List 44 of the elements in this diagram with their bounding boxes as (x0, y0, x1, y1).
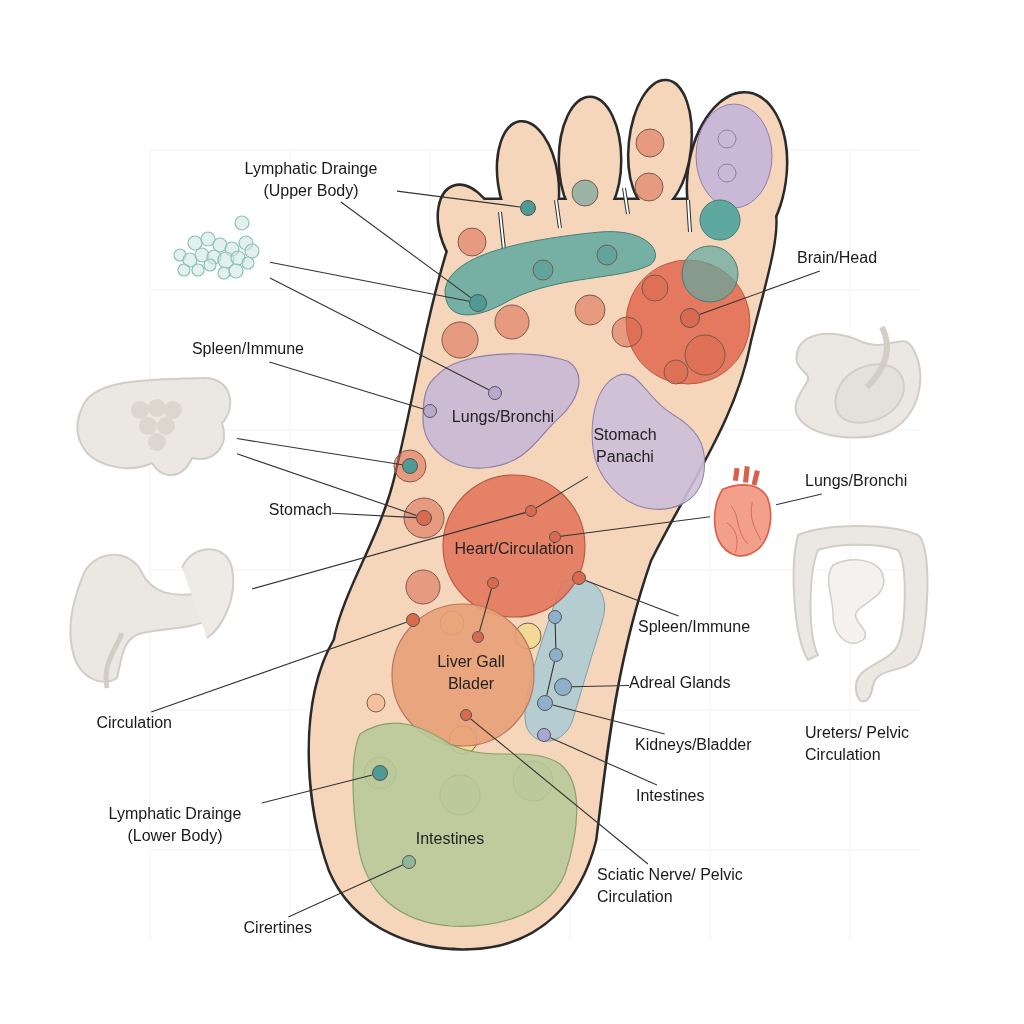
leader-line (261, 774, 373, 804)
leader-line (571, 684, 630, 688)
leader-line (535, 476, 589, 509)
leader-line (698, 270, 821, 316)
zone-label: Liver Gall Blader (436, 652, 506, 694)
leader-line (552, 704, 666, 735)
reflex-label: Lymphatic Drainge (Upper Body) (225, 158, 397, 202)
leader-line (585, 579, 680, 617)
leader-line (251, 512, 526, 590)
leader-line (560, 516, 711, 537)
leader-line (396, 190, 521, 208)
leader-line (331, 512, 417, 519)
leader-line (268, 361, 424, 410)
reflex-label: Lymphatic Drainge (Lower Body) (88, 803, 262, 847)
reflex-label: Intestines (636, 785, 732, 809)
reflex-label: Cirertines (212, 917, 312, 941)
reflex-label: Lungs/Bronchi (805, 470, 941, 494)
zone-label: Lungs/Bronchi (451, 407, 555, 427)
leader-line (546, 661, 555, 696)
reflex-label: Brain/Head (797, 247, 909, 271)
reflex-label: Stomach (242, 499, 332, 523)
reflex-label: Spleen/Immune (638, 616, 782, 640)
reflex-zone (391, 603, 535, 747)
zone-label: Heart/Circulation (454, 539, 574, 559)
zone-label: Stomach Panachi (592, 425, 658, 467)
reflex-label: Sciatic Nerve/ Pelvic Circulation (597, 864, 755, 910)
leader-line (269, 261, 470, 302)
leader-line (236, 438, 403, 466)
leader-line (470, 718, 649, 865)
reflex-label: Spleen/Immune (156, 338, 304, 362)
leader-line (236, 453, 417, 516)
leader-line (150, 621, 407, 713)
reflex-zone (442, 474, 586, 618)
leader-line (554, 623, 557, 649)
reflex-label: Circulation (62, 712, 172, 736)
leader-line (287, 864, 404, 918)
zone-label: Intestines (415, 829, 485, 849)
reflex-label: Ureters/ Pelvic Circulation (805, 723, 911, 765)
leader-line (549, 737, 658, 786)
reflex-label: Adreal Glands (629, 672, 759, 696)
reflex-label: Kidneys/Bladder (635, 734, 787, 758)
leader-line (479, 588, 492, 632)
leader-line (775, 493, 823, 506)
leader-line (269, 277, 490, 391)
